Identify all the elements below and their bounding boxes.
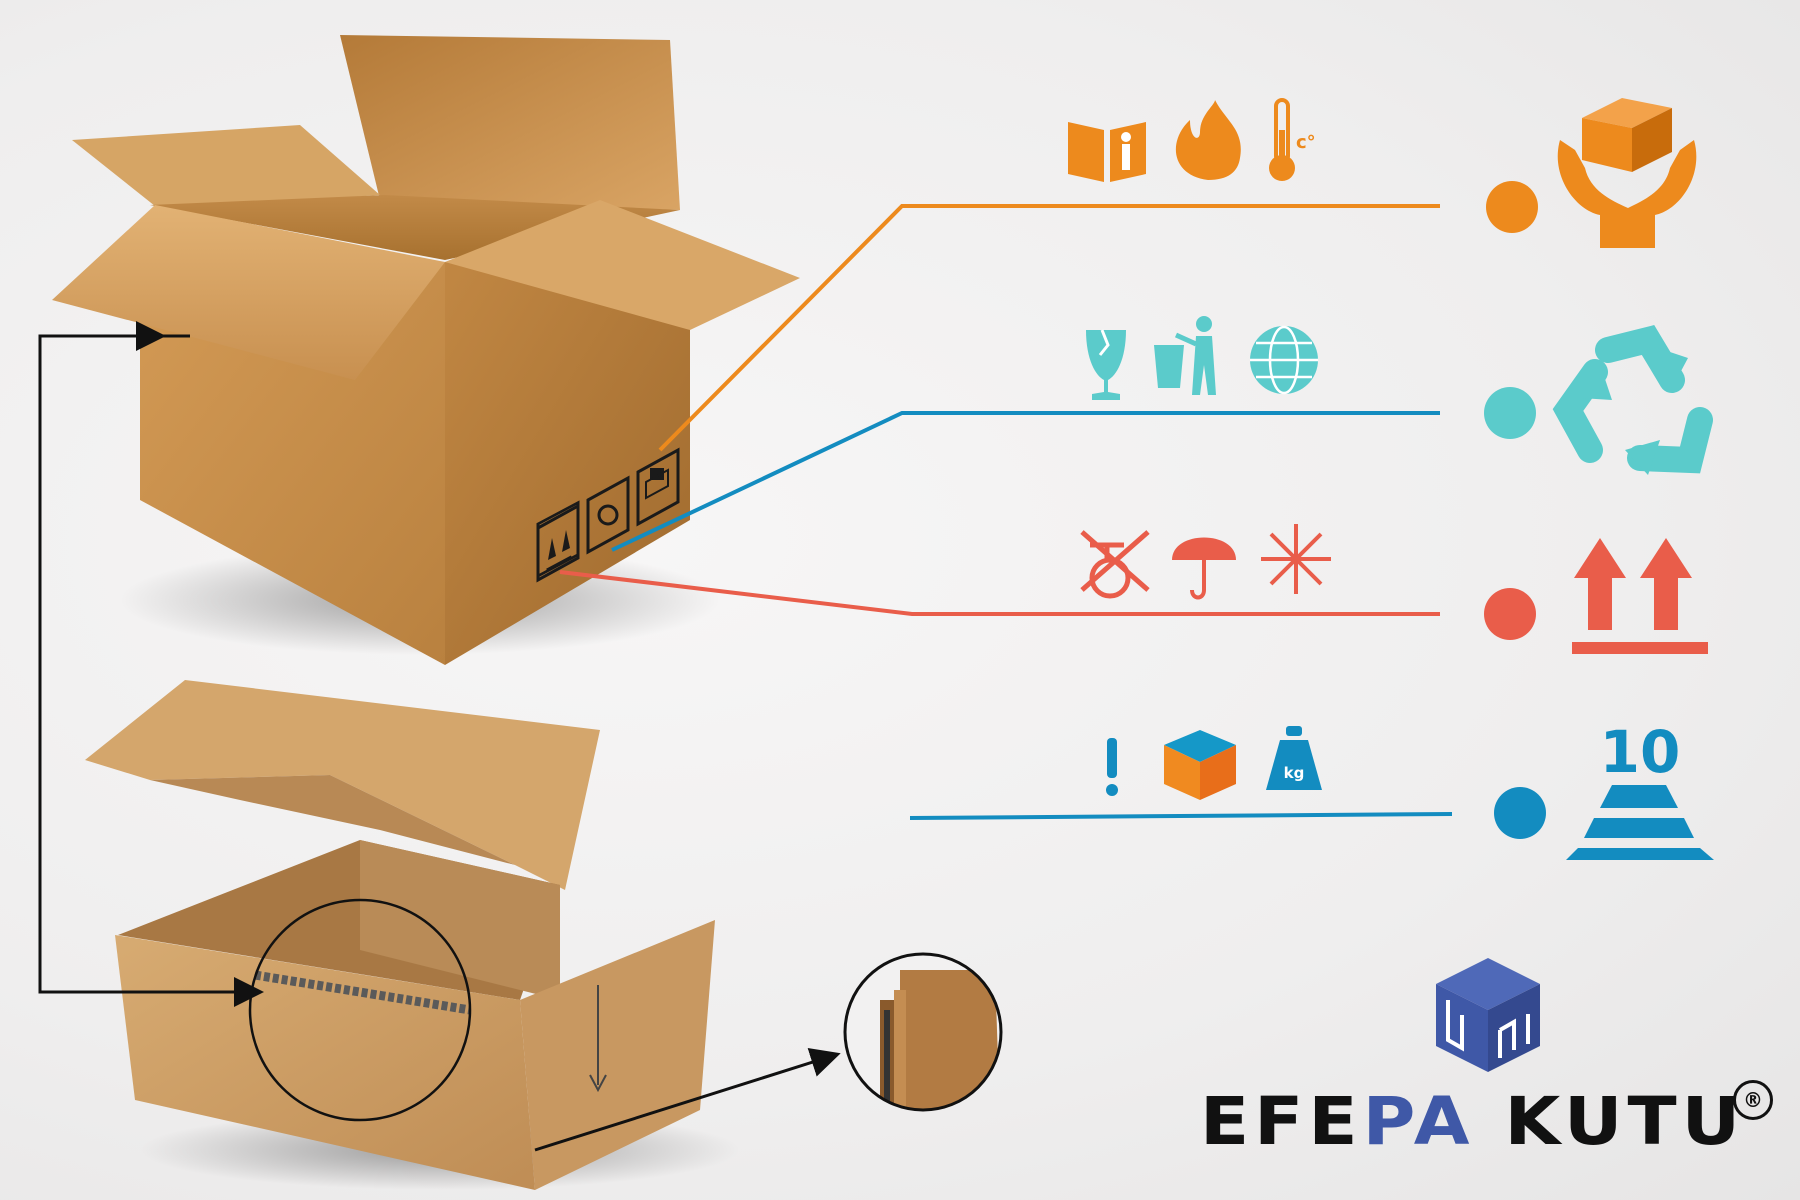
- row-handle-with-care: c°: [1068, 98, 1697, 248]
- celsius-label: c°: [1296, 132, 1316, 153]
- this-way-up-arrows-icon: [1572, 538, 1708, 654]
- no-hand-truck-icon: [1080, 530, 1150, 599]
- brand-logo-mark: [1436, 958, 1540, 1072]
- keep-dry-umbrella-icon: [1172, 537, 1236, 600]
- open-cardboard-box: [52, 35, 800, 665]
- zoomed-edge-detail: [843, 952, 1003, 1112]
- brand-name-part1: EFE: [1200, 1082, 1363, 1160]
- cube-icon: [1164, 730, 1236, 800]
- mailer-box: [85, 680, 740, 1190]
- flame-icon: [1175, 100, 1241, 180]
- stacking-limit-icon: 10: [1566, 718, 1714, 860]
- brand-name-part3: KUTU: [1474, 1082, 1746, 1160]
- row-stacking-limit: kg 10: [1106, 718, 1714, 860]
- bullet-orange: [1486, 181, 1538, 233]
- row-recycle: [1086, 316, 1713, 475]
- registered-mark: ®: [1733, 1080, 1773, 1120]
- bullet-red: [1484, 588, 1536, 640]
- recycle-icon: [1552, 325, 1713, 474]
- brand-wordmark: EFEPA KUTU: [1200, 1088, 1745, 1154]
- dispose-in-bin-icon: [1154, 316, 1216, 395]
- handle-with-care-hands-box-icon: [1557, 98, 1697, 248]
- leader-lines: [559, 204, 1453, 820]
- row-this-way-up: [1080, 524, 1708, 654]
- thermometer-celsius-icon: c°: [1269, 98, 1316, 181]
- brand-name-part2: PA: [1362, 1082, 1475, 1160]
- manual-info-icon: [1068, 122, 1146, 182]
- fragile-glass-icon: [1086, 329, 1126, 400]
- stack-limit-number: 10: [1600, 718, 1681, 786]
- bullet-blue: [1494, 787, 1546, 839]
- weight-kg-icon: kg: [1266, 726, 1322, 790]
- snowflake-icon: [1261, 524, 1331, 594]
- connector-arrows: [38, 321, 841, 1152]
- exclamation-icon: [1106, 738, 1118, 796]
- kg-label: kg: [1284, 764, 1305, 782]
- bullet-teal: [1484, 387, 1536, 439]
- globe-icon: [1250, 325, 1318, 395]
